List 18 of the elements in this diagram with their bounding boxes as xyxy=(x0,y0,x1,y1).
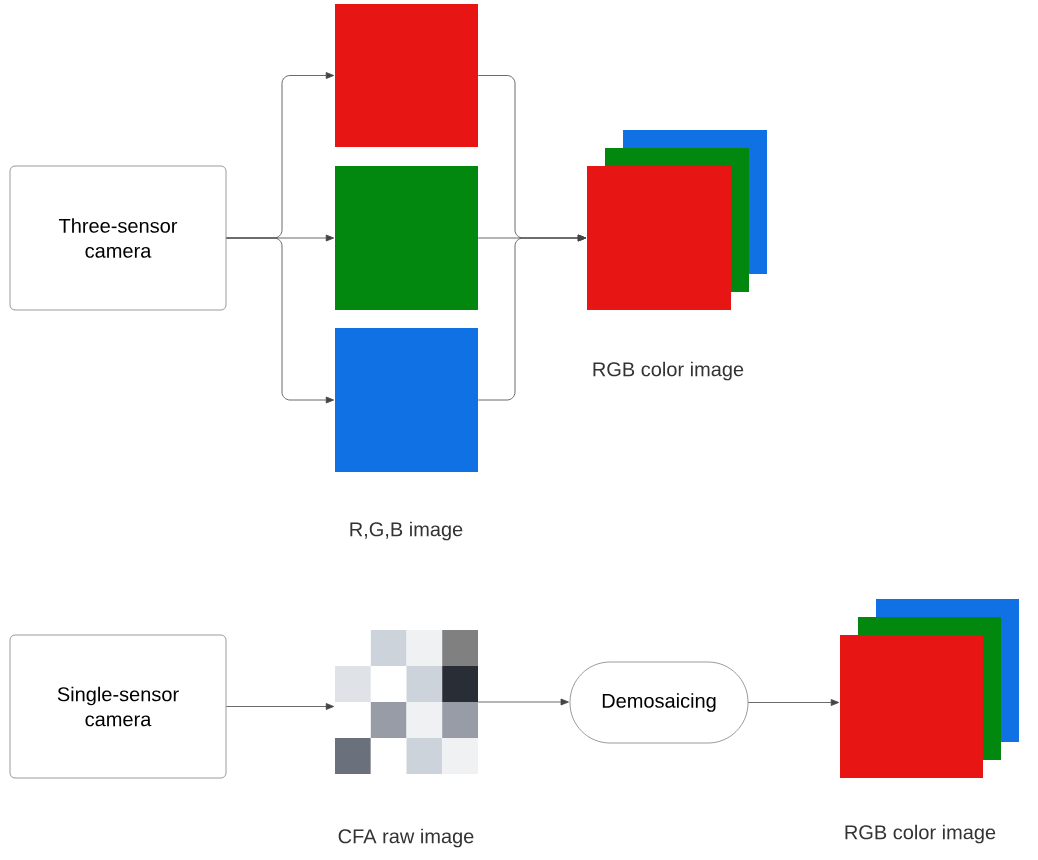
channel-image xyxy=(335,328,478,472)
camera-box: Single-sensor camera xyxy=(9,634,227,779)
channel-image xyxy=(335,4,478,147)
arrow xyxy=(477,234,587,401)
arrow xyxy=(477,698,569,706)
pixel-grid xyxy=(335,630,478,774)
arrow xyxy=(226,703,335,710)
camera-box: Three-sensor camera xyxy=(9,165,227,311)
process-box: Demosaicing xyxy=(569,661,749,744)
image-stack xyxy=(840,599,1019,778)
node-label: CFA raw image xyxy=(338,828,474,848)
channel-image xyxy=(335,166,478,310)
node-label: RGB color image xyxy=(593,361,744,381)
node-label: RGB color image xyxy=(845,824,996,844)
image-stack xyxy=(587,130,767,310)
caption: R,G,B image xyxy=(350,521,463,541)
arrow xyxy=(226,237,335,404)
arrow xyxy=(748,699,840,706)
